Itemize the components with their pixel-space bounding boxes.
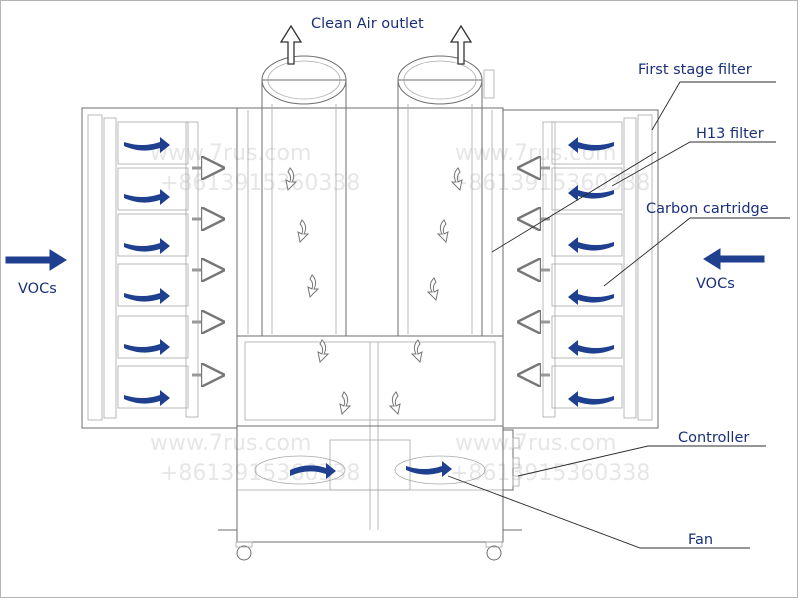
watermark-site-4: www.7rus.com [455, 431, 616, 456]
leader-controller [517, 445, 766, 477]
left-carbon-cartridges [117, 121, 189, 409]
leader-h13 [611, 141, 776, 187]
right-carbon-cartridges [551, 121, 623, 409]
watermark-phone-2: +8613915360338 [450, 171, 650, 196]
left-h13-cylinder [261, 55, 347, 337]
right-transfer-arrows [520, 168, 550, 375]
watermark-phone-4: +8613915360338 [450, 461, 650, 486]
label-carbon-cartridge: Carbon cartridge [646, 201, 769, 217]
leader-first-stage [651, 81, 776, 131]
leader-carbon [603, 217, 790, 287]
vocs-inlet-arrow-left [5, 249, 67, 271]
right-h13-cylinder [397, 55, 495, 337]
vocs-inlet-arrow-right [703, 248, 765, 270]
watermark-site-3: www.7rus.com [150, 431, 311, 456]
left-transfer-arrows [192, 168, 222, 375]
internal-flow-arrows [285, 167, 463, 416]
outlet-arrow-left [279, 24, 303, 65]
label-fan: Fan [688, 532, 713, 548]
blue-flow-arrows [124, 137, 614, 479]
mixing-chamber [236, 335, 504, 530]
label-vocs-right: VOCs [696, 276, 735, 292]
labels-group: Clean Air outlet First stage filter H13 … [18, 16, 769, 548]
watermark-phone-1: +8613915360338 [160, 171, 360, 196]
watermark-site-1: www.7rus.com [150, 141, 311, 166]
caster-wheels [218, 529, 522, 561]
label-clean-air-outlet: Clean Air outlet [311, 16, 424, 32]
left-filter-chamber [81, 107, 238, 429]
controller-unit [502, 429, 520, 491]
label-h13-filter: H13 filter [696, 126, 764, 142]
label-vocs-left: VOCs [18, 281, 57, 297]
label-first-stage-filter: First stage filter [638, 62, 752, 78]
outlet-arrow-right [449, 24, 473, 65]
leader-lines [447, 81, 790, 549]
leader-h13-inner [491, 151, 657, 253]
leader-fan [447, 475, 750, 549]
watermark-site-2: www.7rus.com [455, 141, 616, 166]
label-controller: Controller [678, 430, 749, 446]
